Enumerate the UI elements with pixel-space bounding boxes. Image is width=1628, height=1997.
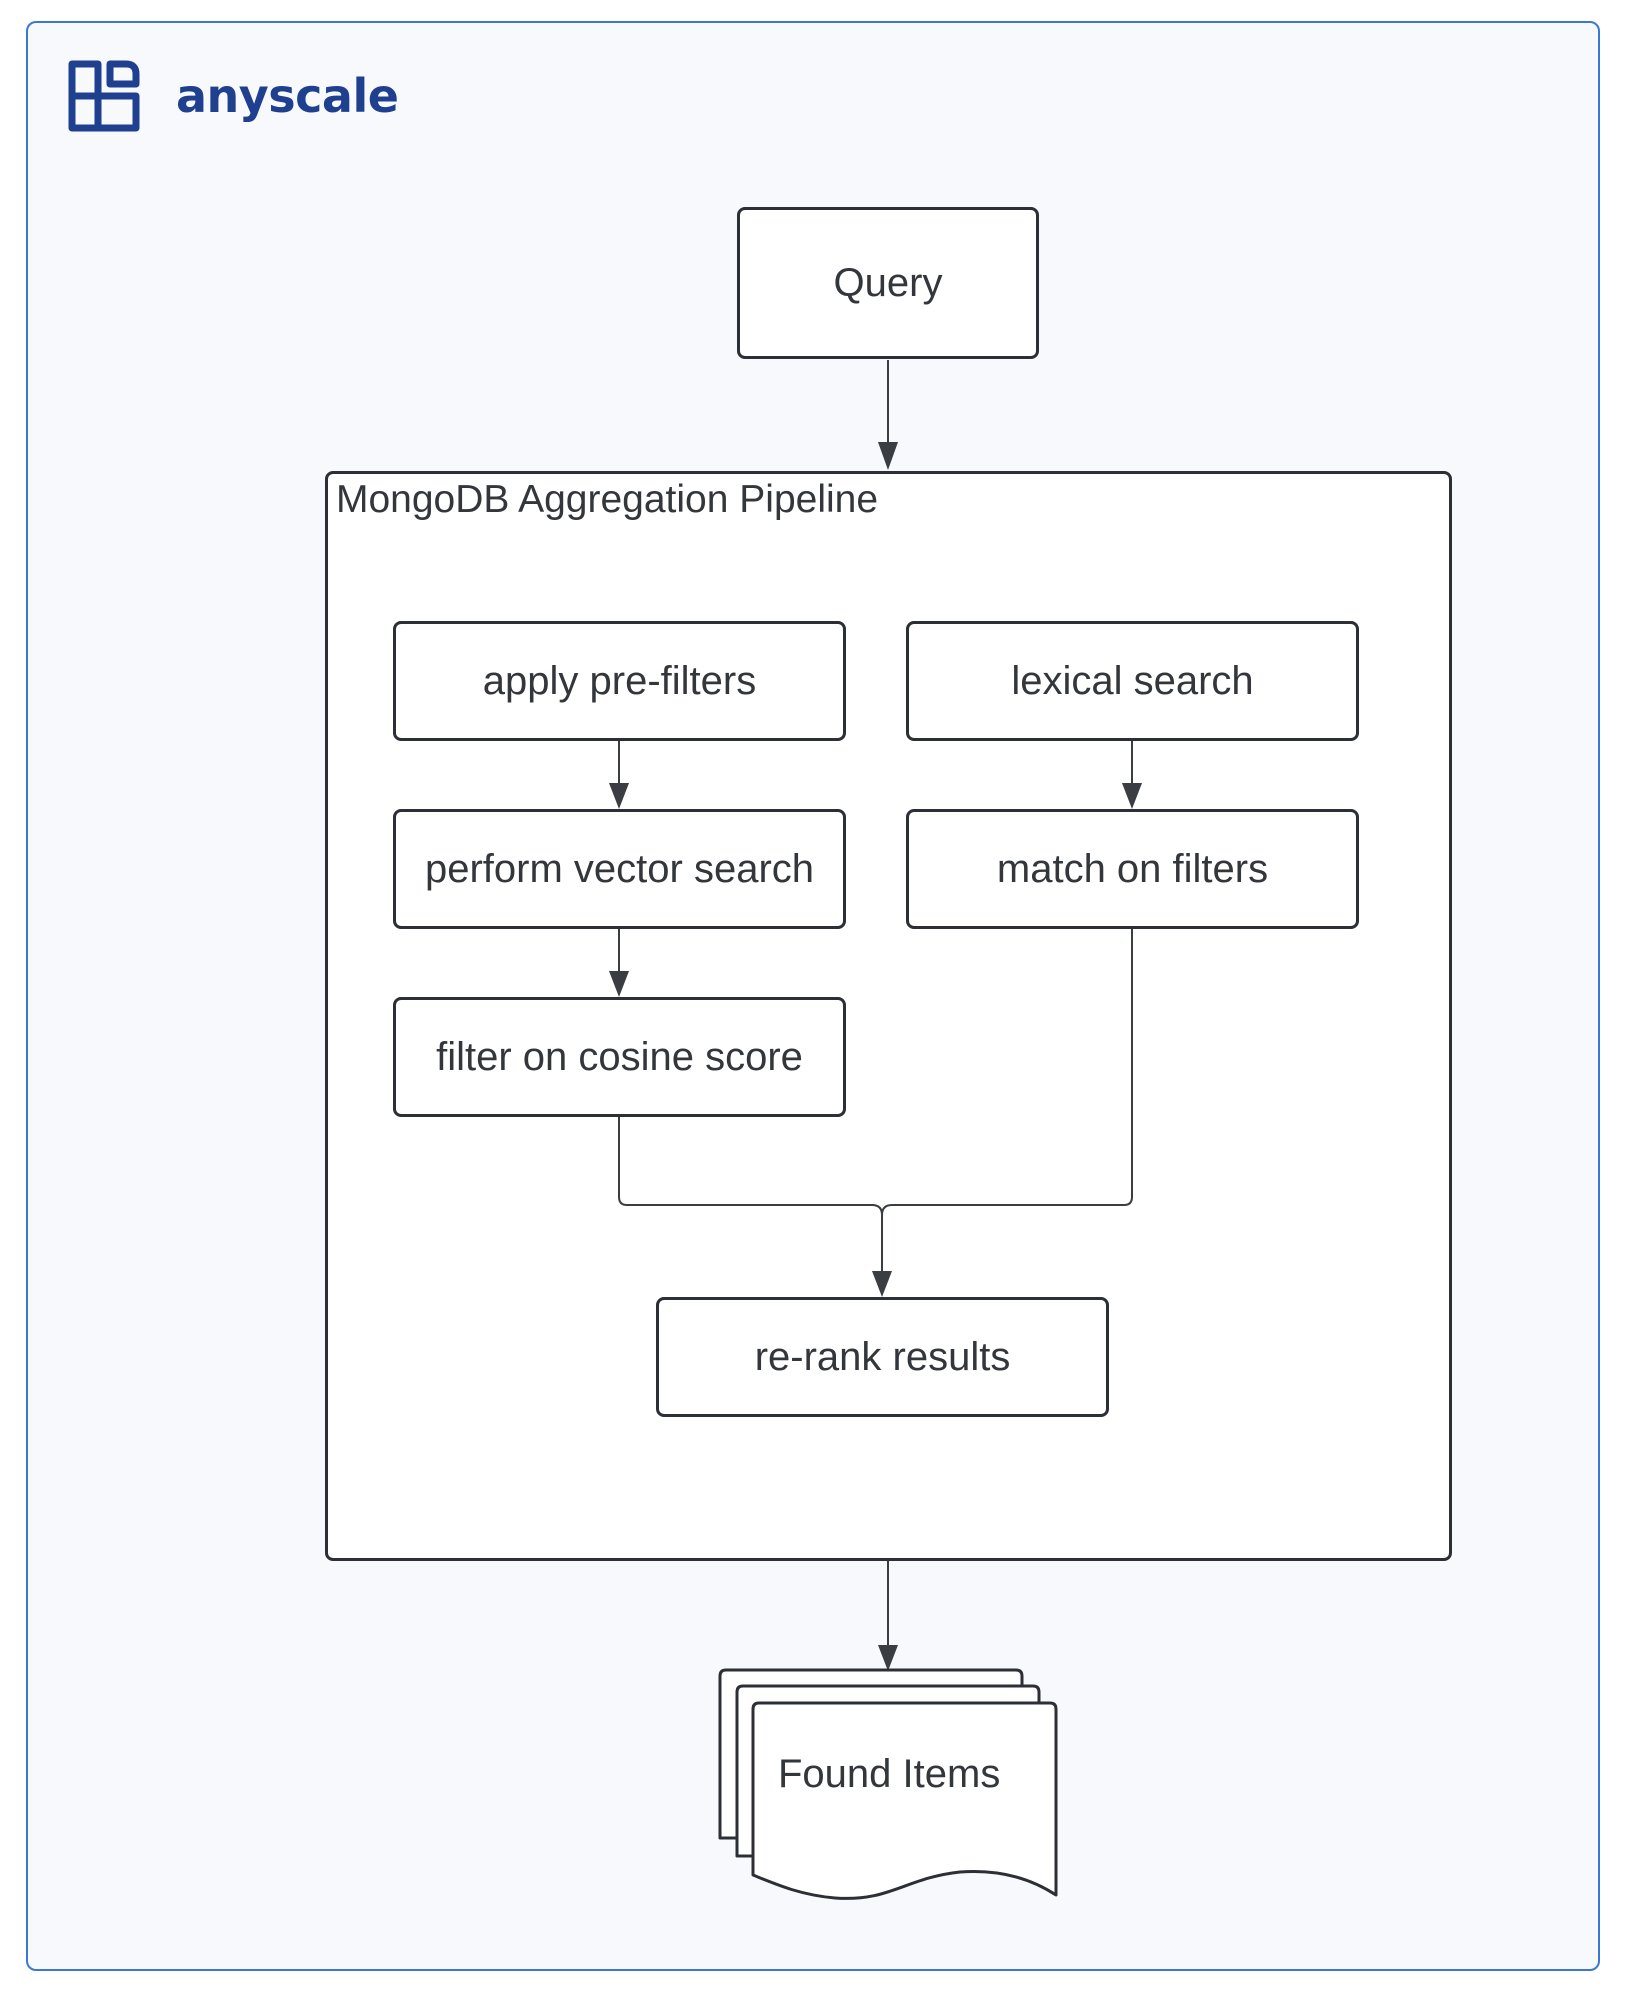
match-filters-node: match on filters [906, 809, 1359, 929]
cosine-filter-node: filter on cosine score [393, 997, 846, 1117]
found-items-label: Found Items [778, 1752, 1001, 1796]
anyscale-logo: anyscale [66, 58, 399, 134]
connector-match-to-merge [881, 929, 1133, 1216]
logo-wordmark: anyscale [176, 69, 399, 123]
arrowhead-match [1122, 783, 1142, 809]
rerank-label: re-rank results [754, 1334, 1011, 1379]
apply-prefilters-node: apply pre-filters [393, 621, 846, 741]
document-front [751, 1701, 1058, 1900]
pipeline-title: MongoDB Aggregation Pipeline [336, 478, 879, 521]
query-label: Query [833, 260, 943, 305]
found-items-document-stack [718, 1668, 1058, 1900]
arrowhead-query [878, 442, 898, 470]
rerank-node: re-rank results [656, 1297, 1109, 1417]
arrowhead-found [878, 1645, 898, 1671]
arrowhead-rerank [872, 1271, 892, 1297]
lexical-search-label: lexical search [1011, 658, 1254, 703]
cosine-filter-label: filter on cosine score [436, 1034, 803, 1079]
connector-cosine-to-merge [618, 1117, 883, 1216]
query-node: Query [737, 207, 1039, 359]
match-filters-label: match on filters [996, 846, 1269, 891]
vector-search-node: perform vector search [393, 809, 846, 929]
arrowhead-cosine [609, 971, 629, 997]
anyscale-logo-icon [68, 60, 140, 132]
arrowhead-vector [609, 783, 629, 809]
apply-prefilters-label: apply pre-filters [482, 658, 757, 703]
lexical-search-node: lexical search [906, 621, 1359, 741]
vector-search-label: perform vector search [424, 846, 815, 891]
